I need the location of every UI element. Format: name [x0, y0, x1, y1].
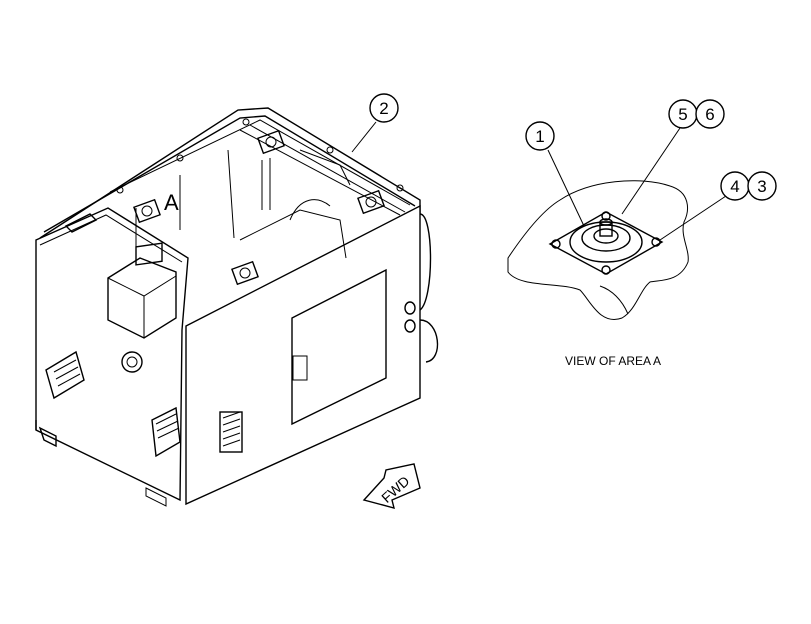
lift-handle-left: [64, 213, 98, 233]
vent-louver-right: [219, 411, 243, 453]
callout-2: 2: [369, 93, 399, 123]
callout-4: 4: [720, 171, 750, 201]
svg-text:3: 3: [757, 177, 766, 196]
vent-louver-left-2: [151, 406, 181, 458]
detail-view-area-a: [507, 180, 689, 320]
area-marker-a: A: [164, 190, 179, 215]
mount-pad-top-left: [133, 198, 161, 224]
leader-lines: [351, 121, 727, 241]
svg-text:5: 5: [678, 105, 687, 124]
mount-pad-front: [231, 260, 259, 286]
forward-direction-arrow: FWD: [362, 463, 421, 509]
vent-louver-left-1: [45, 350, 85, 400]
knob-bottom: [404, 319, 416, 333]
svg-text:2: 2: [379, 99, 388, 118]
enclosure-assembly: [35, 107, 439, 507]
callout-1: 1: [525, 121, 555, 151]
callout-5: 5: [668, 99, 698, 129]
view-caption: VIEW OF AREA A: [565, 354, 661, 368]
callout-3: 3: [747, 171, 777, 201]
knob-top: [404, 301, 416, 315]
mount-pad-top-right: [257, 129, 285, 155]
mount-pad-right: [357, 189, 385, 215]
round-vent: [121, 351, 143, 373]
door-latch: [292, 355, 308, 381]
svg-text:4: 4: [730, 177, 739, 196]
svg-text:6: 6: [705, 105, 714, 124]
callout-6: 6: [695, 99, 725, 129]
svg-text:1: 1: [535, 127, 544, 146]
